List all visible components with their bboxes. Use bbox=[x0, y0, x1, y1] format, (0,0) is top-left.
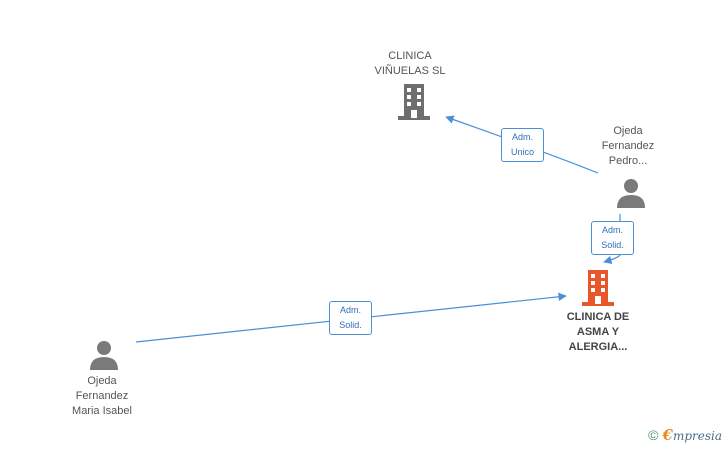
brand-logo-initial: € bbox=[662, 426, 673, 444]
edge-label-solid-left-line-1: Adm. bbox=[339, 305, 361, 315]
person-left-label[interactable]: Ojeda Fernandez Maria Isabel bbox=[52, 374, 152, 419]
company-top-line-2: VIÑUELAS SL bbox=[374, 65, 446, 77]
company-main-line-2: ASMA Y bbox=[576, 326, 620, 338]
company-main-label[interactable]: CLINICA DE ASMA Y ALERGIA... bbox=[552, 310, 644, 355]
person-right-line-2: Fernandez bbox=[601, 140, 655, 152]
person-left-line-2: Fernandez bbox=[75, 390, 129, 402]
person-left-line-3: Maria Isabel bbox=[72, 405, 132, 417]
person-right-line-1: Ojeda bbox=[613, 125, 643, 137]
brand-logo-text: mpresia bbox=[672, 429, 722, 443]
person-right-line-3: Pedro... bbox=[608, 155, 648, 167]
edge-label-adm-unico: Adm. Unico bbox=[501, 128, 544, 162]
building-icon-main[interactable] bbox=[582, 270, 614, 306]
edge-label-adm-solid-right: Adm. Solid. bbox=[591, 221, 634, 255]
person-right-label[interactable]: Ojeda Fernandez Pedro... bbox=[588, 124, 668, 169]
copyright-icon: © bbox=[648, 427, 659, 443]
edge-label-unico-line-1: Adm. bbox=[511, 132, 533, 142]
person-left-line-1: Ojeda bbox=[87, 375, 117, 387]
edge-label-solid-right-line-1: Adm. bbox=[601, 225, 623, 235]
company-top-line-1: CLINICA bbox=[388, 50, 432, 62]
building-icon[interactable] bbox=[398, 84, 430, 120]
edge-label-solid-right-line-2: Solid. bbox=[601, 240, 624, 250]
edge-solid-right-line bbox=[603, 214, 621, 264]
edge-label-unico-line-2: Unico bbox=[510, 147, 534, 157]
company-top-label[interactable]: CLINICA VIÑUELAS SL bbox=[360, 49, 460, 79]
person-icon-left[interactable] bbox=[89, 340, 119, 370]
edge-label-solid-left-line-2: Solid. bbox=[339, 320, 362, 330]
company-main-line-1: CLINICA DE bbox=[566, 311, 630, 323]
copyright-footer[interactable]: © €mpresia bbox=[648, 426, 722, 444]
brand-logo: €mpresia bbox=[663, 426, 723, 444]
person-icon[interactable] bbox=[616, 178, 646, 208]
edge-label-adm-solid-left: Adm. Solid. bbox=[329, 301, 372, 335]
company-main-line-3: ALERGIA... bbox=[568, 341, 628, 353]
